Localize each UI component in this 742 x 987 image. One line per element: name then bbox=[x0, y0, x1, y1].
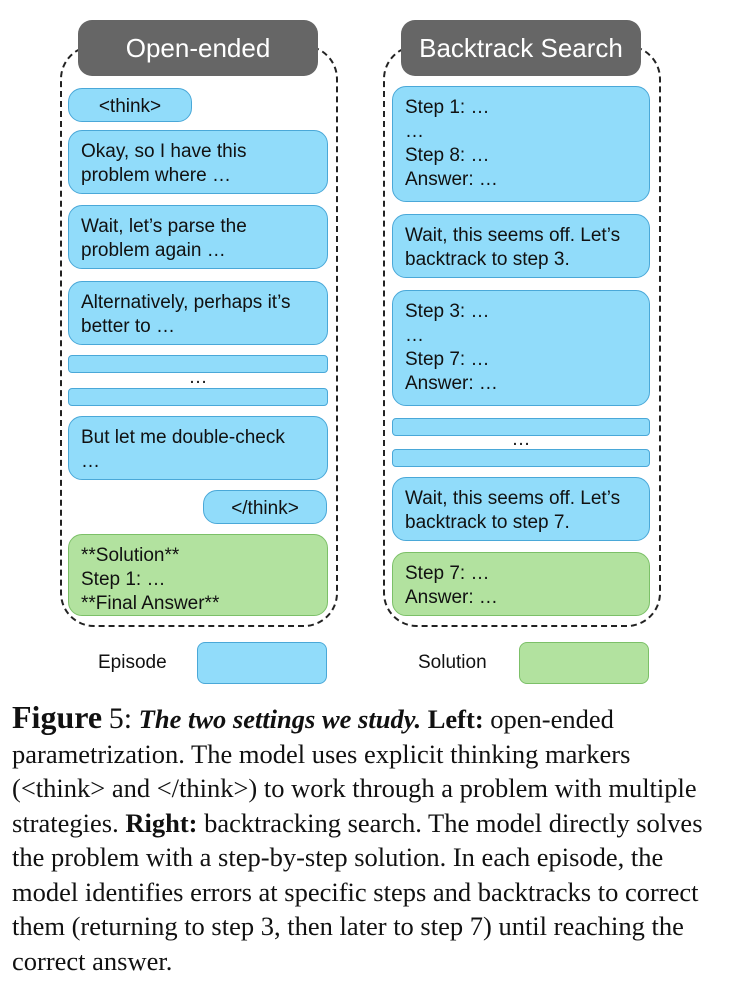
solution-box-left: **Solution** Step 1: … **Final Answer** bbox=[68, 534, 328, 616]
episode-box-3: Alternatively, perhaps it’s better to … bbox=[68, 281, 328, 345]
collapsed-episode-bar bbox=[68, 388, 328, 406]
think-open-tag: <think> bbox=[68, 88, 192, 122]
caption-right-text: backtracking search. The model directly … bbox=[12, 807, 703, 976]
episode-box-r2: Step 3: … … Step 7: … Answer: … bbox=[392, 290, 650, 406]
episode-box-r1: Step 1: … … Step 8: … Answer: … bbox=[392, 86, 650, 202]
open-ended-title: Open-ended bbox=[78, 20, 318, 76]
collapsed-episode-bar bbox=[392, 449, 650, 467]
caption-title: The two settings we study. bbox=[138, 704, 422, 734]
ellipsis: … bbox=[511, 429, 531, 450]
backtrack-search-title: Backtrack Search bbox=[401, 20, 641, 76]
legend-episode-label: Episode bbox=[98, 652, 167, 673]
caption-right-label: Right: bbox=[125, 807, 198, 838]
ellipsis: … bbox=[188, 367, 208, 388]
figure-word: Figure bbox=[12, 699, 103, 735]
figure-number: 5: bbox=[108, 702, 133, 735]
episode-box-2: Wait, let’s parse the problem again … bbox=[68, 205, 328, 269]
episode-box-4: But let me double-check … bbox=[68, 416, 328, 480]
backtrack-box-2: Wait, this seems off. Let’s backtrack to… bbox=[392, 477, 650, 541]
legend-solution-label: Solution bbox=[418, 652, 487, 673]
caption-left-text: open-ended parametrization. The model us… bbox=[12, 704, 697, 838]
caption-left-label: Left: bbox=[427, 704, 484, 734]
collapsed-episode-bar bbox=[392, 418, 650, 436]
backtrack-box-1: Wait, this seems off. Let’s backtrack to… bbox=[392, 214, 650, 278]
solution-box-right: Step 7: … Answer: … bbox=[392, 552, 650, 616]
think-close-tag: </think> bbox=[203, 490, 327, 524]
episode-box-1: Okay, so I have this problem where … bbox=[68, 130, 328, 194]
collapsed-episode-bar bbox=[68, 355, 328, 373]
legend-solution-swatch bbox=[519, 642, 649, 684]
legend-episode-swatch bbox=[197, 642, 327, 684]
figure-caption: Figure 5: The two settings we study. Lef… bbox=[12, 700, 730, 978]
